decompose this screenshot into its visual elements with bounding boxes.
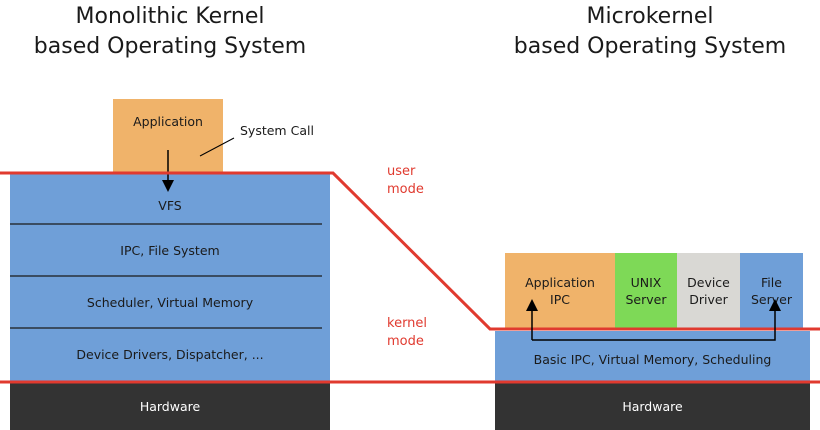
microkernel-title-line2: based Operating System — [513, 34, 787, 59]
application-ipc-box: Application IPC — [505, 253, 615, 329]
monolithic-title: Monolithic Kernel based Operating System — [10, 2, 330, 62]
layer-device-drivers: Device Drivers, Dispatcher, ... — [76, 346, 264, 362]
application-label: Application — [133, 114, 203, 129]
microkernel-title-line1: Microkernel — [586, 4, 714, 29]
unix-server-box: UNIX Server — [615, 253, 677, 329]
microkernel-title: Microkernel based Operating System — [490, 2, 810, 62]
user-mode-label: user mode — [387, 164, 424, 197]
monolithic-title-line1: Monolithic Kernel — [75, 4, 265, 29]
microkernel-hardware: Hardware — [495, 383, 810, 430]
microkernel-box: Basic IPC, Virtual Memory, Scheduling — [495, 331, 810, 382]
monolithic-title-line2: based Operating System — [33, 34, 307, 59]
application-box: Application — [113, 99, 223, 173]
device-driver-box: Device Driver — [677, 253, 740, 329]
kernel-mode-label: kernel mode — [387, 316, 428, 349]
layer-ipc-file-system: IPC, File System — [120, 242, 220, 258]
system-call-label: System Call — [240, 123, 314, 138]
layer-vfs: VFS — [158, 197, 182, 213]
monolithic-hardware: Hardware — [10, 383, 330, 430]
file-server-box: File Server — [740, 253, 803, 329]
layer-scheduler: Scheduler, Virtual Memory — [86, 294, 254, 310]
